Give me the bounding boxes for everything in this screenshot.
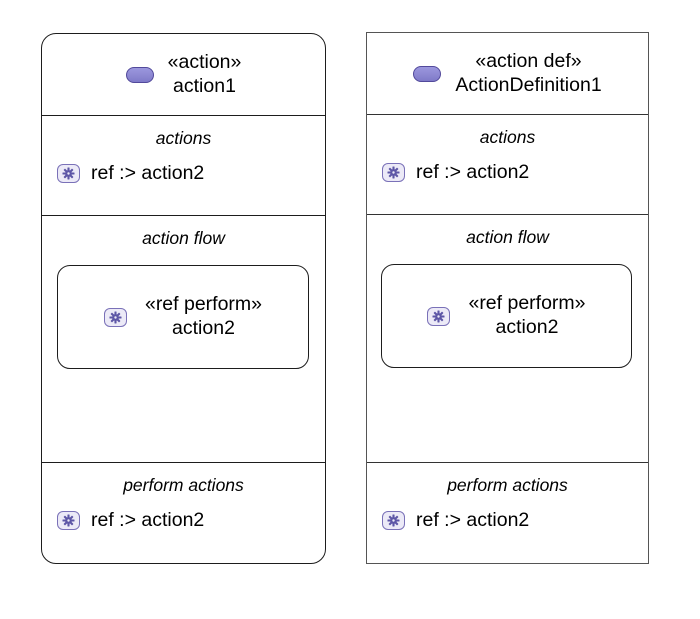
nested-node-stereotype: «ref perform» xyxy=(144,293,263,316)
action-flow-compartment: action flow «ref per xyxy=(367,214,648,462)
panel-header-compartment: «action» action1 xyxy=(42,34,325,115)
nested-node-text: «ref perform» action2 xyxy=(145,293,262,341)
header-row: «action» action1 xyxy=(42,34,325,115)
ref-gear-icon xyxy=(57,511,80,531)
actions-compartment: actions ref :> action2 xyxy=(367,114,648,214)
header-text: «action» action1 xyxy=(168,51,242,99)
perform-actions-compartment: perform actions ref :> action2 xyxy=(367,462,648,563)
compartment-caption: actions xyxy=(155,128,212,148)
feature-row[interactable]: ref :> action2 xyxy=(42,148,325,185)
nested-node-name: action2 xyxy=(495,316,559,338)
nested-node-text: «ref perform» action2 xyxy=(468,292,585,340)
nested-node-name: action2 xyxy=(172,317,235,339)
header-name: ActionDefinition1 xyxy=(455,73,602,96)
header-stereotype: «action» xyxy=(167,50,242,73)
feature-label: ref :> action2 xyxy=(416,161,530,184)
ref-perform-node[interactable]: «ref perform» action2 xyxy=(381,264,632,368)
compartment-caption: perform actions xyxy=(447,475,568,495)
header-row: «action def» ActionDefinition1 xyxy=(367,33,648,114)
header-stereotype: «action def» xyxy=(475,49,582,72)
feature-label: ref :> action2 xyxy=(416,509,530,532)
feature-row[interactable]: ref :> action2 xyxy=(367,495,648,532)
ref-gear-icon xyxy=(382,511,405,531)
compartment-caption: actions xyxy=(479,127,536,147)
ref-gear-icon xyxy=(57,164,80,184)
feature-label: ref :> action2 xyxy=(91,162,205,185)
ref-gear-icon xyxy=(427,306,451,326)
panel-header-compartment: «action def» ActionDefinition1 xyxy=(367,33,648,114)
header-name: action1 xyxy=(173,74,236,97)
compartment-caption: perform actions xyxy=(123,475,244,495)
feature-row[interactable]: ref :> action2 xyxy=(367,147,648,184)
action-pill-icon xyxy=(125,66,154,83)
action-definition-panel[interactable]: «action def» ActionDefinition1 actions xyxy=(366,32,649,564)
action-flow-compartment: action flow «ref per xyxy=(42,215,325,462)
action-pill-icon xyxy=(413,65,442,82)
compartment-caption: action flow xyxy=(466,227,549,247)
feature-label: ref :> action2 xyxy=(91,509,205,532)
nested-node-stereotype: «ref perform» xyxy=(468,292,586,315)
ref-gear-icon xyxy=(103,307,127,327)
feature-row[interactable]: ref :> action2 xyxy=(42,495,325,532)
actions-compartment: actions ref :> action2 xyxy=(42,115,325,215)
ref-gear-icon xyxy=(382,163,405,183)
perform-actions-compartment: perform actions ref :> action2 xyxy=(42,462,325,563)
header-text: «action def» ActionDefinition1 xyxy=(455,50,601,98)
ref-perform-node[interactable]: «ref perform» action2 xyxy=(57,265,309,369)
action-usage-panel[interactable]: «action» action1 actions xyxy=(41,33,326,564)
compartment-caption: action flow xyxy=(142,228,225,248)
